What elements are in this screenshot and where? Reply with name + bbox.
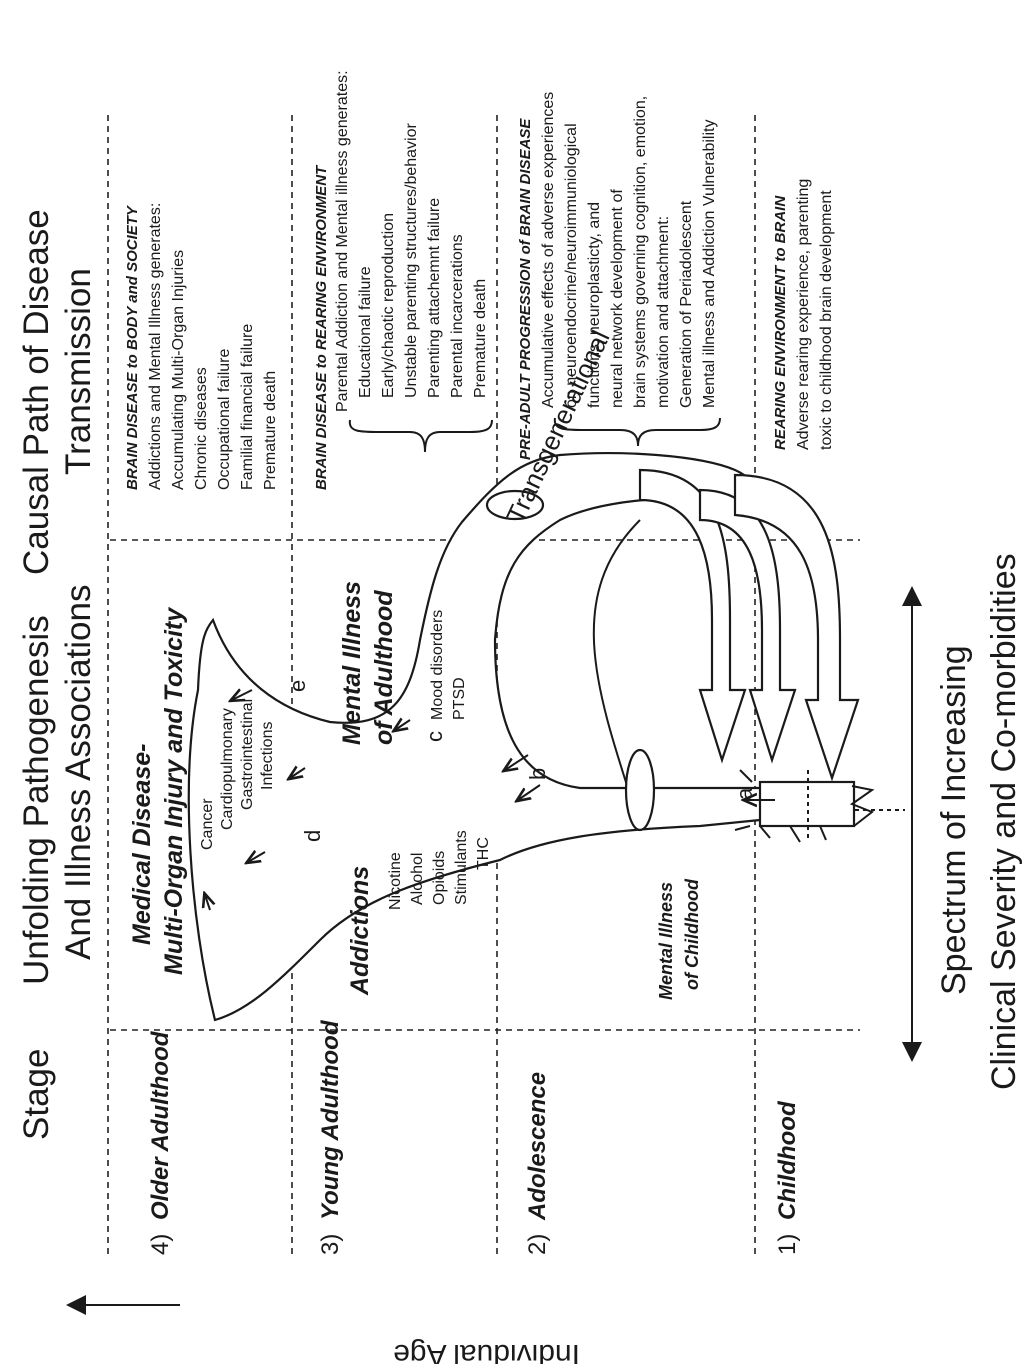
pre-adult-line-7: Generation of Periadolescent	[678, 200, 695, 408]
label-d: d	[300, 830, 325, 842]
pre-adult-brace	[555, 418, 720, 446]
medical-item-cancer: Cancer	[199, 798, 216, 850]
age-axis-label: Individual Age	[393, 1338, 580, 1364]
rearing-brain-heading: REARING ENVIRONMENT to BRAIN	[772, 195, 789, 450]
spectrum-line2: Clinical Severity and Co-morbidities	[985, 553, 1023, 1090]
pre-adult-line-5: brain systems governing cognition, emoti…	[632, 96, 649, 408]
causal-header-line1: Causal Path of Disease	[17, 209, 56, 575]
label-a: a	[732, 787, 757, 800]
medical-disease-line1: Medical Disease-	[128, 744, 156, 946]
addiction-item-stimulants: Stimulants	[453, 830, 470, 905]
mental-child-line1: Mental Illness	[656, 882, 676, 1000]
body-society-line-4: Occupational failure	[216, 348, 233, 490]
addiction-item-nicotine: Nicotine	[387, 852, 404, 910]
mental-adult-line2: of Adulthood	[370, 590, 398, 745]
rearing-brain-line-1: Adverse rearing experience, parenting	[795, 179, 812, 450]
body-society-line-6: Premature death	[262, 371, 279, 490]
pathogenesis-header-line2: And Illness Associations	[59, 585, 98, 960]
body-society-line-1: Addictions and Mental Illness generates:	[147, 203, 164, 490]
medical-item-cardiopulmonary: Cardiopulmonary	[219, 708, 236, 830]
stage-1-number: 1)	[774, 1234, 801, 1255]
pre-adult-line-4: neural network development of	[609, 189, 626, 408]
rearing-env-brace	[350, 420, 492, 452]
stage-header: Stage	[17, 1049, 56, 1140]
mental-adult-item-ptsd: PTSD	[451, 677, 468, 720]
stage-4-number: 4)	[147, 1234, 174, 1255]
stage-1-name: Childhood	[774, 1100, 801, 1220]
rearing-brain-line-2: toxic to childhood brain development	[818, 190, 835, 450]
stage-2-name: Adolescence	[524, 1072, 551, 1221]
mental-child-line2: of Childhood	[682, 878, 702, 990]
stage-2-number: 2)	[524, 1234, 551, 1255]
rearing-env-line-7: Premature death	[472, 279, 489, 398]
rearing-env-line-5: Parenting attachemnt failure	[426, 198, 443, 398]
pre-adult-line-6: motivation and attachment:	[655, 216, 672, 408]
addictions-label: Addictions	[346, 866, 374, 996]
medical-disease-line2: Multi-Organ Injury and Toxicity	[160, 607, 188, 975]
rearing-env-line-1: Parental Addiction and Mental illness ge…	[334, 70, 351, 412]
label-c: c	[422, 731, 447, 742]
label-b: b	[525, 768, 550, 780]
body-society-line-5: Familial financial failure	[239, 324, 256, 490]
body-society-heading: BRAIN DISEASE to BODY and SOCIETY	[124, 204, 141, 490]
pre-adult-line-1: Accumulative effects of adverse experien…	[540, 92, 557, 408]
pathogenesis-header-line1: Unfolding Pathogenesis	[17, 615, 56, 985]
body-society-line-2: Accumulating Multi-Organ Injuries	[170, 250, 187, 490]
causal-header-line2: Transmission	[59, 268, 98, 475]
stage-4-name: Older Adulthood	[147, 1030, 174, 1220]
pre-adult-heading: PRE-ADULT PROGRESSION of BRAIN DISEASE	[517, 118, 534, 460]
mental-adult-item-mood: Mood disorders	[429, 610, 446, 720]
pre-adult-line-8: Mental illness and Addiction Vulnerabili…	[701, 120, 718, 408]
mental-adult-line1: Mental Illness	[338, 581, 366, 745]
spectrum-line1: Spectrum of Increasing	[935, 645, 973, 995]
rearing-env-line-3: Early/chaotic reproduction	[380, 213, 397, 398]
rearing-env-heading: BRAIN DISEASE to REARING ENVIRONMENT	[313, 164, 330, 490]
addiction-item-opioids: Opioids	[431, 851, 448, 905]
addiction-item-thc: THC	[475, 837, 492, 870]
addiction-item-alcohol: Alcohol	[409, 853, 426, 905]
rearing-env-line-6: Parental incarcerations	[449, 234, 466, 398]
rearing-env-line-2: Educational failure	[357, 266, 374, 398]
body-society-line-3: Chronic diseases	[193, 367, 210, 490]
label-e: e	[285, 680, 310, 692]
stage-3-number: 3)	[317, 1234, 344, 1255]
stage-3-name: Young Adulthood	[317, 1019, 344, 1220]
childhood-oval	[626, 750, 654, 830]
rearing-env-line-4: Unstable parenting structures/behavior	[403, 123, 420, 398]
medical-item-infections: Infections	[259, 722, 276, 790]
medical-item-gastrointestinal: Gastrointestinal	[239, 699, 256, 810]
